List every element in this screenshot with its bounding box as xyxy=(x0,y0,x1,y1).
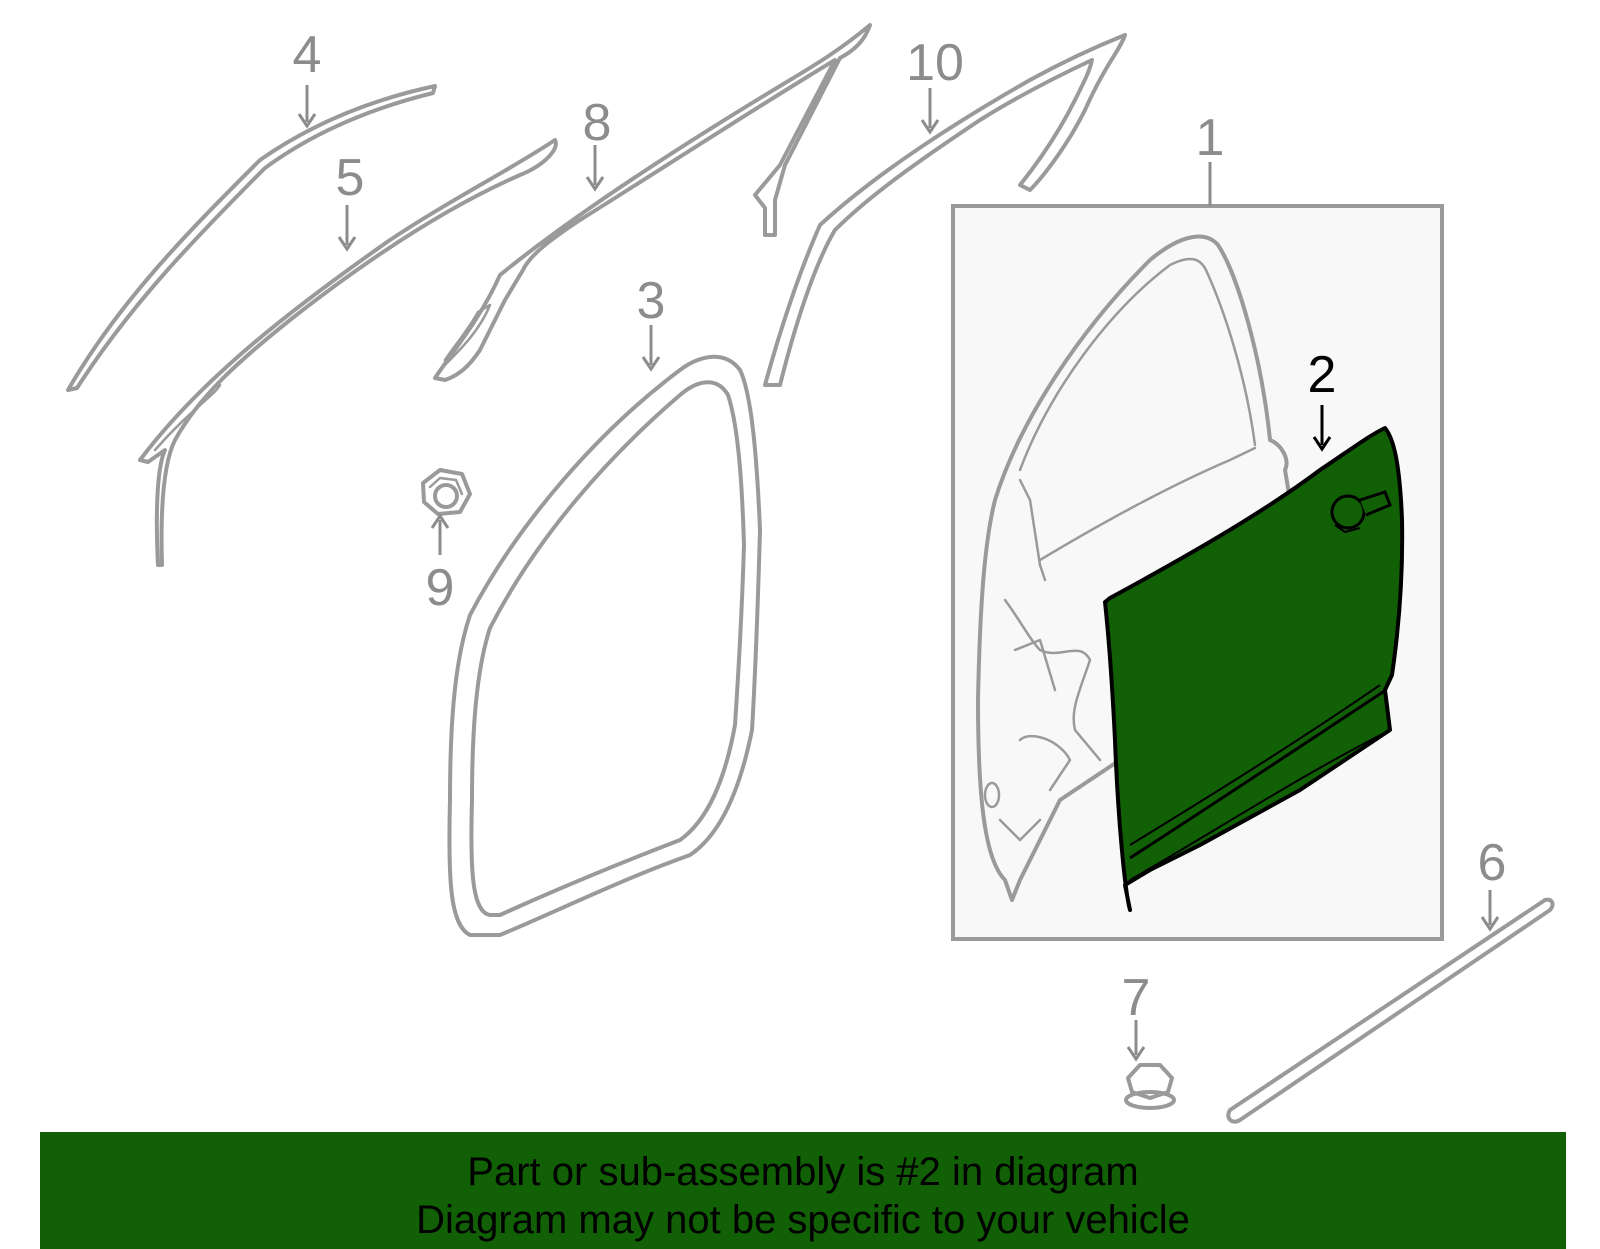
callout-3: 3 xyxy=(637,272,666,330)
callout-8: 8 xyxy=(583,94,612,152)
part-10-weatherstrip[interactable] xyxy=(763,33,1127,387)
callout-1: 1 xyxy=(1196,109,1225,167)
part-3-weatherstrip[interactable] xyxy=(447,354,762,937)
part-2-door-skin[interactable] xyxy=(1103,426,1405,912)
notice-banner: Part or sub-assembly is #2 in diagram Di… xyxy=(40,1132,1566,1249)
part-5-molding[interactable] xyxy=(138,138,558,567)
callout-9: 9 xyxy=(426,559,455,617)
callout-10: 10 xyxy=(906,34,964,92)
notice-line-2: Diagram may not be specific to your vehi… xyxy=(416,1198,1190,1242)
part-4-molding[interactable] xyxy=(66,84,437,392)
notice-line-1: Part or sub-assembly is #2 in diagram xyxy=(467,1150,1139,1194)
callout-6: 6 xyxy=(1478,834,1507,892)
callout-2: 2 xyxy=(1308,346,1337,404)
part-6-molding[interactable] xyxy=(1226,897,1555,1124)
callout-4: 4 xyxy=(293,26,322,84)
part-7-clip[interactable] xyxy=(1124,1063,1176,1110)
part-9-nut[interactable] xyxy=(421,468,472,516)
callout-7: 7 xyxy=(1122,969,1151,1027)
part-8-weatherstrip[interactable] xyxy=(433,23,872,382)
leader-lines xyxy=(297,85,1500,1062)
callout-5: 5 xyxy=(336,149,365,207)
